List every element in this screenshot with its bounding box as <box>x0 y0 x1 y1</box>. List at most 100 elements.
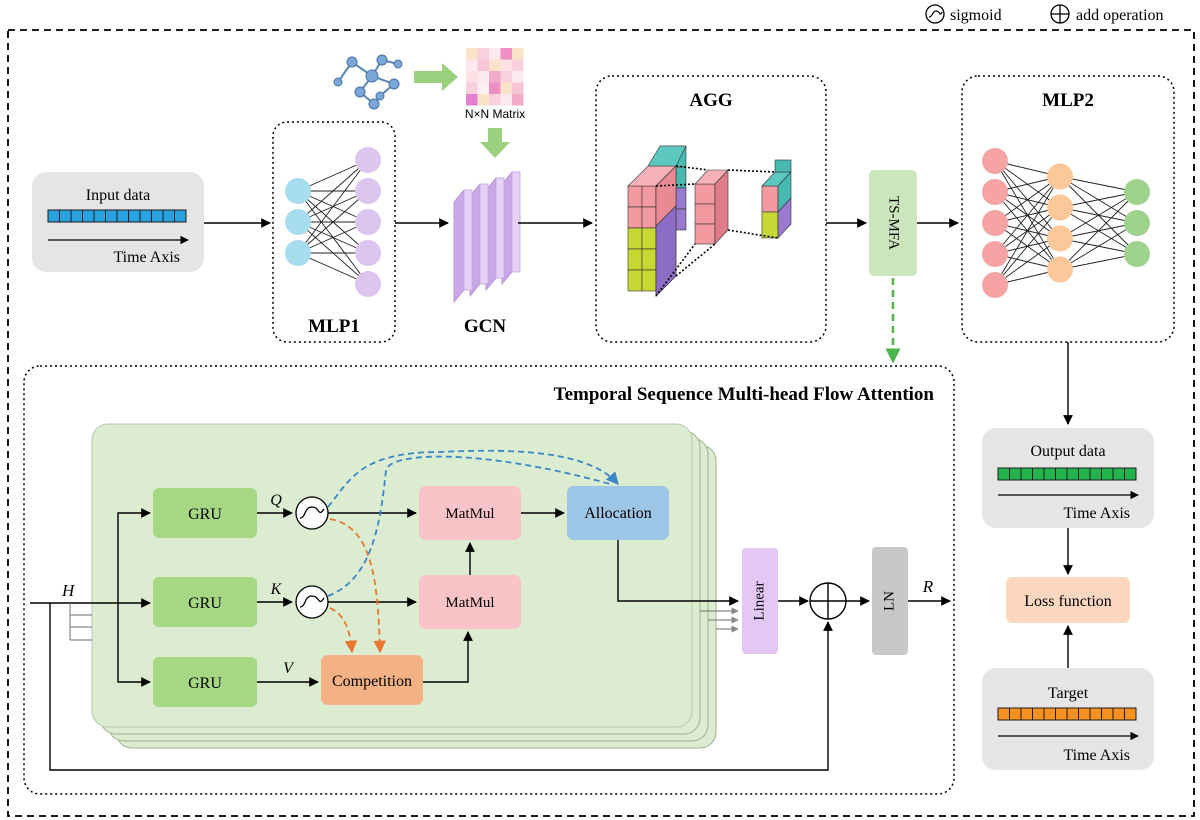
neuron <box>355 271 381 297</box>
neuron <box>285 178 311 204</box>
sequence-cell <box>1124 467 1137 481</box>
matrix-cell <box>512 48 524 60</box>
mlp1-network <box>285 147 381 297</box>
matrix-cell <box>500 48 512 60</box>
agg-frame <box>595 75 827 343</box>
attention-module: Temporal Sequence Multi-head Flow Attent… <box>23 365 955 795</box>
gru-q-label: GRU <box>188 506 222 523</box>
agg-cube <box>641 269 657 292</box>
matrix-cell <box>512 94 524 106</box>
sequence-cell <box>1020 467 1033 481</box>
q-to-competition-dashed <box>329 518 386 654</box>
agg-cube <box>627 269 643 292</box>
k-to-allocation-dashed <box>327 455 611 597</box>
sequence-cell <box>1089 467 1102 481</box>
neuron <box>285 209 311 235</box>
matrix-cell <box>466 71 478 83</box>
matrix-cell <box>512 82 524 94</box>
matrix-cell <box>489 94 501 106</box>
sequence-cell <box>1043 707 1056 721</box>
sequence-cell <box>93 209 106 223</box>
mlp1-block: MLP1 <box>272 121 396 343</box>
neuron <box>355 240 381 266</box>
neuron <box>1047 225 1073 252</box>
matrix-cell <box>489 48 501 60</box>
neuron <box>982 210 1008 236</box>
neuron <box>355 178 381 204</box>
agg-cube <box>627 185 643 208</box>
matrix-cell <box>500 59 512 71</box>
tsmfa-label: TS-MFA <box>886 196 902 250</box>
ln-box <box>872 547 908 655</box>
neuron <box>355 209 381 235</box>
sequence-cell <box>1112 467 1125 481</box>
competition-label: Competition <box>332 673 412 690</box>
sigmoid-icon <box>925 4 945 24</box>
target-title: Target <box>1048 685 1089 702</box>
agg-cube <box>641 227 657 250</box>
matmul-bottom-box <box>419 575 521 629</box>
agg-cube <box>641 206 657 229</box>
attention-title: Temporal Sequence Multi-head Flow Attent… <box>554 384 935 405</box>
neuron <box>1124 241 1150 267</box>
neuron <box>1047 256 1073 283</box>
allocation-box <box>567 486 669 540</box>
matmul-top-box <box>419 486 521 540</box>
matrix-cell <box>477 48 489 60</box>
sequence-cell <box>59 209 72 223</box>
competition-box <box>321 655 423 705</box>
add-operation-icon <box>1050 4 1070 24</box>
sequence-cell <box>151 209 164 223</box>
sigmoid-q-icon <box>295 496 329 530</box>
agg-cube <box>627 248 643 271</box>
gru-v-box <box>153 657 257 707</box>
matrix-label: N×N Matrix <box>465 107 525 121</box>
sequence-cell <box>116 209 129 223</box>
output-data-block: Output data Time Axis <box>982 428 1154 528</box>
mlp2-frame <box>961 75 1175 343</box>
matrix-cell <box>466 59 478 71</box>
sequence-cell <box>997 467 1010 481</box>
matrix-cell <box>500 71 512 83</box>
tsmfa-box <box>869 170 917 276</box>
gcn-sheet <box>463 189 473 291</box>
residual-connection <box>49 603 833 771</box>
mlp2-network <box>982 148 1150 298</box>
sequence-cell <box>997 707 1010 721</box>
matmul-bottom-label: MatMul <box>445 595 494 611</box>
neuron <box>982 148 1008 174</box>
matrix-cell <box>466 82 478 94</box>
sequence-cell <box>1020 707 1033 721</box>
neuron <box>1124 179 1150 205</box>
neuron <box>982 272 1008 298</box>
agg-cube <box>641 185 657 208</box>
agg-cubes <box>627 145 792 297</box>
q-to-allocation-dashed <box>327 449 619 508</box>
neuron <box>982 179 1008 205</box>
sequence-cell <box>1078 467 1091 481</box>
sequence-cell <box>105 209 118 223</box>
sequence-cell <box>1043 467 1056 481</box>
loss-function-box <box>1006 577 1130 623</box>
input-axis-label: Time Axis <box>113 249 180 266</box>
sequence-cell <box>162 209 175 223</box>
output-r-label: R <box>922 577 934 596</box>
v-label: V <box>283 660 295 677</box>
linear-label: Linear <box>751 581 767 620</box>
gru-k-box <box>153 577 257 627</box>
output-axis-label: Time Axis <box>1063 505 1130 522</box>
attention-frame <box>23 365 955 795</box>
input-sequence <box>47 209 187 223</box>
neuron <box>285 240 311 266</box>
gcn-title: GCN <box>464 316 507 337</box>
add-operation-node <box>809 582 847 620</box>
gcn-sheet <box>511 171 521 273</box>
mlp1-title: MLP1 <box>308 316 360 337</box>
neuron <box>982 241 1008 267</box>
matrix-cell <box>477 71 489 83</box>
sequence-cell <box>1101 467 1114 481</box>
legend: sigmoid add operation <box>925 4 1164 24</box>
outer-frame <box>7 29 1195 817</box>
matrix-cell <box>512 71 524 83</box>
